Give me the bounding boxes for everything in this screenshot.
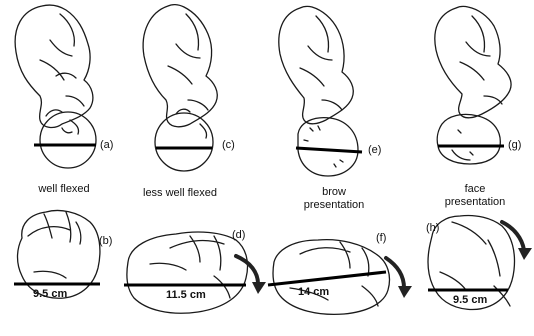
caption-a: well flexed [14, 183, 114, 196]
curved-arrow-icon-h [502, 222, 532, 260]
panel-letter-a: (a) [100, 139, 113, 152]
panel-letter-d: (d) [232, 229, 245, 242]
fetal-head-g [437, 114, 500, 164]
panel-letter-f: (f) [376, 232, 386, 245]
caption-c-line-1: less well flexed [120, 187, 240, 200]
panel-letter-g: (g) [508, 139, 521, 152]
caption-c: less well flexed [120, 187, 240, 200]
panel-letter-h: (h) [426, 222, 439, 235]
caption-e: brow presentation [284, 186, 384, 212]
caption-g-line-1: face [420, 183, 530, 196]
fetus-g-outline [435, 6, 511, 164]
fetal-head-e [298, 118, 358, 176]
curved-arrow-icon-d [236, 256, 266, 294]
caption-e-line-2: presentation [284, 199, 384, 212]
diameter-line-f [268, 272, 386, 285]
panel-letter-b: (b) [99, 235, 112, 248]
measurement-f: 14 cm [298, 286, 329, 299]
caption-a-line-1: well flexed [14, 183, 114, 196]
measurement-b: 9.5 cm [33, 288, 67, 301]
caption-g-line-2: presentation [420, 196, 530, 209]
measurement-d: 11.5 cm [166, 289, 206, 302]
fetal-head-a [40, 112, 96, 168]
fetal-head-c [155, 113, 213, 171]
fetus-c-outline [143, 5, 217, 171]
caption-g: face presentation [420, 183, 530, 209]
panel-letter-c: (c) [222, 139, 235, 152]
diameter-line-e [296, 148, 362, 152]
panel-letter-e: (e) [368, 144, 381, 157]
caption-e-line-1: brow [284, 186, 384, 199]
measurement-h: 9.5 cm [453, 294, 487, 307]
